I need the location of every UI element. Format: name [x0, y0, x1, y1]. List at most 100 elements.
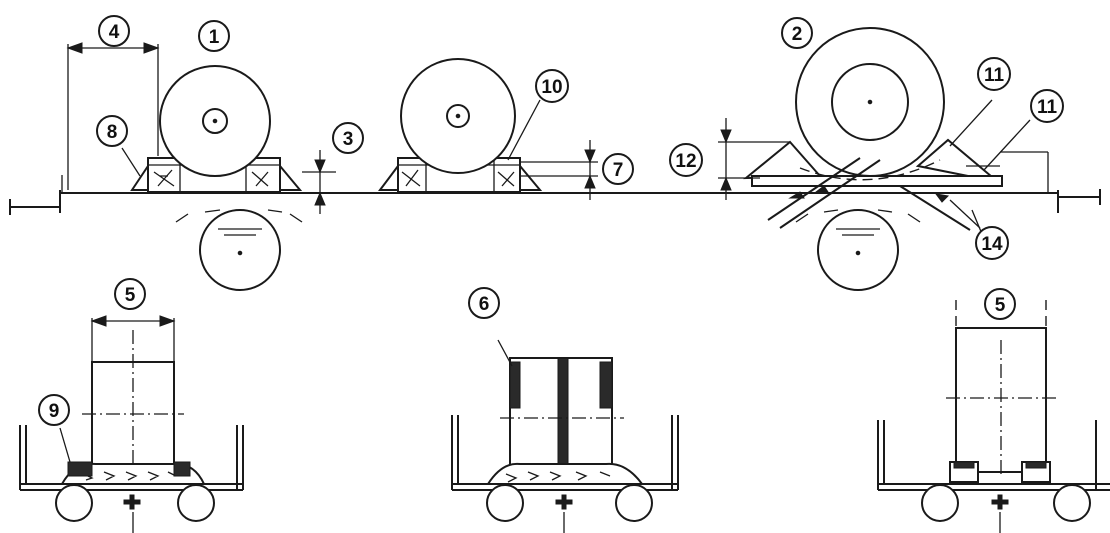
callout-8-circle — [96, 115, 128, 147]
callout-6-circle — [468, 287, 500, 319]
callout-5a-circle — [114, 278, 146, 310]
left-bogie-hatch-2 — [204, 209, 221, 213]
end-view-3-chock-right-top — [1025, 461, 1047, 469]
cradle-middle-wood-hatch — [401, 169, 421, 187]
callout-14-label: 14 — [981, 234, 1003, 255]
lashing-strap-left-2 — [779, 159, 881, 229]
end-view-3-chock-left-top — [953, 461, 975, 469]
left-bogie-hatch-4 — [289, 213, 303, 223]
cradle-1-wood-hatch-r — [251, 171, 269, 187]
callout-14-circle — [975, 226, 1009, 260]
callout-9: 9 — [38, 394, 70, 426]
dim-4-arrow-right — [143, 42, 160, 54]
callout-1-label: 1 — [209, 27, 220, 48]
end-view-1-wheel-right — [177, 484, 215, 522]
dim-3-arrow-bottom — [314, 191, 326, 206]
end-view-2-band-right — [599, 361, 613, 409]
end-view-2-cradle-grain — [505, 471, 611, 483]
dimension-7 — [520, 140, 598, 200]
callout-5b-circle — [984, 288, 1016, 320]
dim-12-arrow-bottom — [720, 176, 732, 191]
callout-12: 12 — [669, 143, 703, 177]
callout-3-circle — [332, 122, 364, 154]
wagon-side-view — [9, 27, 1101, 291]
callout-11a-circle — [977, 57, 1011, 91]
dim-7-arrow-bottom — [584, 174, 596, 189]
coil-1-center — [212, 118, 218, 124]
callout-11b-circle — [1030, 89, 1064, 123]
end-view-1-cradle-grain — [83, 471, 177, 481]
end-view-1-pad-left — [67, 461, 93, 477]
callout-10-circle — [535, 69, 569, 103]
lashing-cleats — [788, 185, 950, 203]
leader-14b — [971, 209, 983, 235]
callout-4: 4 — [98, 15, 130, 47]
callout-6-label: 6 — [479, 294, 490, 315]
lashing-strap-right — [899, 185, 971, 231]
right-bogie-hub — [855, 250, 861, 256]
dim-3-arrow-top — [314, 159, 326, 174]
end-view-3 — [877, 300, 1110, 533]
callout-1: 1 — [198, 20, 230, 52]
cradle-1-wood-hatch — [153, 169, 175, 187]
dim-5a-arrow-right — [159, 315, 176, 327]
leader-14a — [949, 199, 981, 229]
wedge-11-right — [915, 138, 999, 183]
left-bogie-wheel — [199, 209, 281, 291]
callout-7: 7 — [602, 153, 634, 185]
end-view-2 — [451, 339, 679, 533]
callout-4-circle — [98, 15, 130, 47]
callout-2-label: 2 — [792, 24, 803, 45]
leader-6 — [497, 339, 513, 367]
dim-5a-arrow-left — [90, 315, 107, 327]
callout-12-label: 12 — [675, 151, 696, 172]
lashing-strap-left — [767, 157, 861, 221]
end-view-3-wheel-right — [1053, 484, 1091, 522]
callout-5b-label: 5 — [995, 295, 1006, 316]
callout-3-label: 3 — [343, 129, 354, 150]
end-view-2-wheel-left — [486, 484, 524, 522]
right-bogie-hatch-4 — [907, 213, 921, 223]
coil-middle-assembly — [378, 58, 543, 193]
leader-10 — [507, 99, 541, 161]
left-bogie-hatch-3 — [267, 209, 283, 213]
callout-1-circle — [198, 20, 230, 52]
callout-8-label: 8 — [107, 122, 118, 143]
coil-2-center — [867, 99, 873, 105]
dimension-3 — [302, 150, 336, 214]
callouts: 1 2 3 4 5 5 6 7 — [38, 15, 1064, 426]
wedge-middle-right — [519, 163, 543, 191]
callout-10-label: 10 — [541, 77, 562, 98]
wedge-middle-left — [378, 163, 399, 191]
callout-3: 3 — [332, 122, 364, 154]
callout-11a: 11 — [977, 57, 1011, 91]
leader-11a — [949, 99, 993, 147]
coil-2-contact-curve — [799, 159, 941, 181]
wedge-11-left — [743, 140, 823, 180]
coil-1-assembly — [130, 65, 303, 193]
callout-12-circle — [669, 143, 703, 177]
callout-9-label: 9 — [49, 401, 60, 422]
dim-12-arrow-top — [720, 129, 732, 144]
callout-2: 2 — [781, 17, 813, 49]
wedge-1-left — [130, 162, 149, 191]
dim-7-arrow-top — [584, 149, 596, 164]
callout-11a-label: 11 — [984, 65, 1005, 86]
callout-6: 6 — [468, 287, 500, 319]
wedge-1-right — [279, 163, 303, 191]
left-bogie-hub — [237, 250, 243, 256]
left-bogie-hatch-1 — [175, 213, 189, 223]
dim-4-arrow-left — [66, 42, 83, 54]
dimension-4 — [66, 42, 160, 190]
end-view-2-wheel-right — [615, 484, 653, 522]
callout-10: 10 — [535, 69, 569, 103]
leader-11b — [983, 119, 1031, 171]
right-bogie-hatch-1 — [795, 213, 809, 223]
end-view-1-pad-right — [173, 461, 191, 477]
coil-2-bed — [751, 175, 1003, 187]
callout-7-label: 7 — [613, 160, 624, 181]
cradle-middle-wood-hatch-r — [497, 171, 515, 187]
coil-middle-center — [455, 113, 461, 119]
